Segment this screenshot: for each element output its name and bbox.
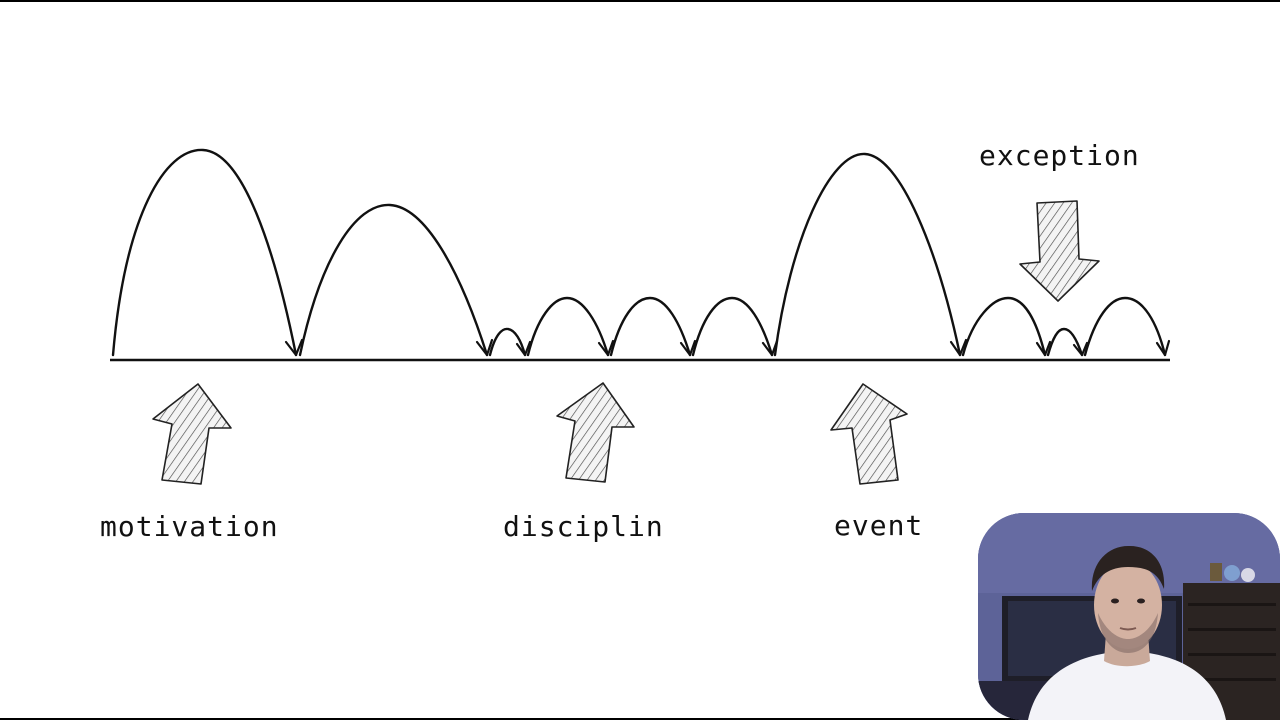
bounce-arc-5 xyxy=(609,296,692,357)
bounce-arc-8 xyxy=(961,296,1047,357)
motivation-arrow-icon xyxy=(152,383,232,485)
exception-label: exception xyxy=(979,139,1140,172)
arrowhead-5 xyxy=(679,339,697,357)
arrowhead-8 xyxy=(1035,340,1052,357)
arrowhead-4 xyxy=(597,339,615,357)
presenter-face xyxy=(1094,561,1162,649)
bounce-arc-4 xyxy=(526,296,610,357)
bounce-arc-7 xyxy=(773,152,962,357)
bounce-arc-9 xyxy=(1046,327,1084,357)
arrowhead-6 xyxy=(761,339,779,357)
presenter-video xyxy=(978,513,1280,720)
bounce-arc-6 xyxy=(691,296,774,357)
arrowhead-9 xyxy=(1072,341,1089,357)
arrowhead-3 xyxy=(515,340,532,357)
discipline-arrow-icon xyxy=(556,382,635,483)
bounce-arc-2 xyxy=(298,203,489,357)
bounce-arc-1 xyxy=(111,148,298,357)
arrowhead-10 xyxy=(1155,339,1171,357)
discipline-label: disciplin xyxy=(503,510,664,543)
presenter-shirt xyxy=(1028,651,1226,720)
event-label: event xyxy=(834,509,924,542)
arrowhead-1 xyxy=(284,338,304,357)
bounce-arc-3 xyxy=(488,327,527,357)
webcam-overlay xyxy=(978,513,1280,720)
exception-arrow-icon xyxy=(1019,200,1100,302)
event-arrow-icon xyxy=(830,383,908,485)
arrowhead-7 xyxy=(949,338,968,357)
motivation-label: motivation xyxy=(100,510,279,543)
arrowhead-2 xyxy=(475,338,494,357)
bounce-arc-10 xyxy=(1083,296,1167,357)
